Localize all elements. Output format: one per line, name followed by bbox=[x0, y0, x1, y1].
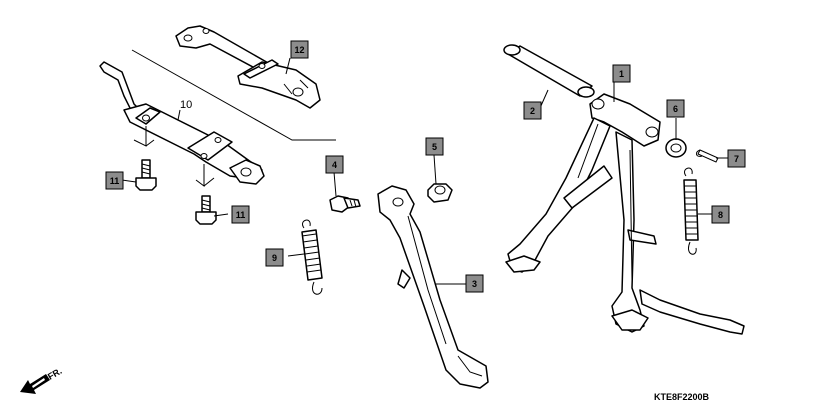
svg-text:1: 1 bbox=[619, 69, 624, 79]
callout-5: 5 bbox=[425, 137, 444, 156]
callout-4: 4 bbox=[325, 155, 344, 174]
part-8-spring bbox=[683, 167, 699, 255]
part-1-main-stand bbox=[505, 93, 745, 335]
svg-text:6: 6 bbox=[673, 104, 678, 114]
part-4-pivot-bolt bbox=[329, 195, 361, 213]
svg-text:7: 7 bbox=[734, 154, 739, 164]
part-6-washer bbox=[665, 138, 687, 158]
part-9-spring bbox=[301, 219, 323, 295]
svg-text:FR.: FR. bbox=[46, 366, 64, 382]
callout-11a: 11 bbox=[105, 171, 124, 190]
part-7-cotter-pin bbox=[695, 149, 719, 163]
svg-text:11: 11 bbox=[110, 176, 120, 186]
svg-text:8: 8 bbox=[718, 210, 723, 220]
svg-text:12: 12 bbox=[294, 45, 304, 55]
svg-text:3: 3 bbox=[472, 279, 477, 289]
part-11-bolt-a bbox=[135, 159, 157, 191]
diagram-code: KTE8F2200B bbox=[654, 392, 710, 402]
callout-8: 8 bbox=[711, 205, 730, 224]
callout-11b: 11 bbox=[231, 205, 250, 224]
callout-9: 9 bbox=[265, 248, 284, 267]
part-11-bolt-b bbox=[195, 195, 217, 225]
svg-text:5: 5 bbox=[432, 142, 437, 152]
part-10-stay bbox=[99, 61, 265, 187]
callout-1: 1 bbox=[612, 64, 631, 83]
callout-3: 3 bbox=[465, 274, 484, 293]
svg-text:2: 2 bbox=[530, 106, 535, 116]
callout-12: 12 bbox=[290, 40, 309, 59]
svg-text:9: 9 bbox=[272, 253, 277, 263]
svg-text:11: 11 bbox=[236, 210, 246, 220]
callout-7: 7 bbox=[727, 149, 746, 168]
part-3-side-stand bbox=[377, 185, 489, 389]
callout-10: 10 bbox=[180, 99, 192, 111]
part-2-pivot-pipe bbox=[503, 44, 595, 98]
svg-text:10: 10 bbox=[180, 99, 192, 111]
callout-6: 6 bbox=[666, 99, 685, 118]
front-arrow-icon: FR. bbox=[20, 366, 64, 394]
part-5-nut bbox=[427, 183, 453, 203]
reference-line bbox=[131, 49, 336, 141]
callout-2: 2 bbox=[523, 101, 542, 120]
part-12-bracket bbox=[175, 25, 321, 109]
svg-text:4: 4 bbox=[332, 160, 337, 170]
